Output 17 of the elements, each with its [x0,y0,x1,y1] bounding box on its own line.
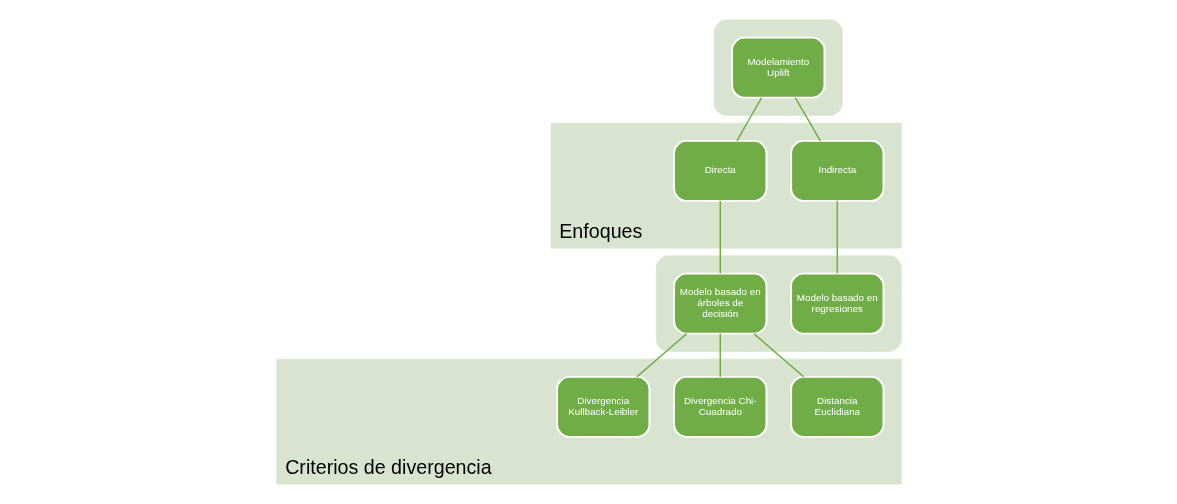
node-box: Divergencia Chi-Cuadrado [672,375,767,438]
connector [719,200,721,274]
cluster [713,19,843,116]
connector [635,332,687,378]
node-box: Modelo basado en regresiones [789,272,884,335]
node-box: Modelo basado en árboles de decisión [672,272,767,335]
connector [793,96,821,142]
node-box: Modelamiento Uplift [730,36,825,99]
cluster [655,255,902,352]
node-box: Divergencia Kullback-Leibler [555,375,650,438]
node-box: Directa [672,139,767,202]
connector [752,332,804,378]
connector [836,200,838,274]
node-box: Indirecta [789,139,884,202]
connector [735,96,762,142]
connector [719,332,721,378]
node-box: Distancia Euclidiana [789,375,884,438]
